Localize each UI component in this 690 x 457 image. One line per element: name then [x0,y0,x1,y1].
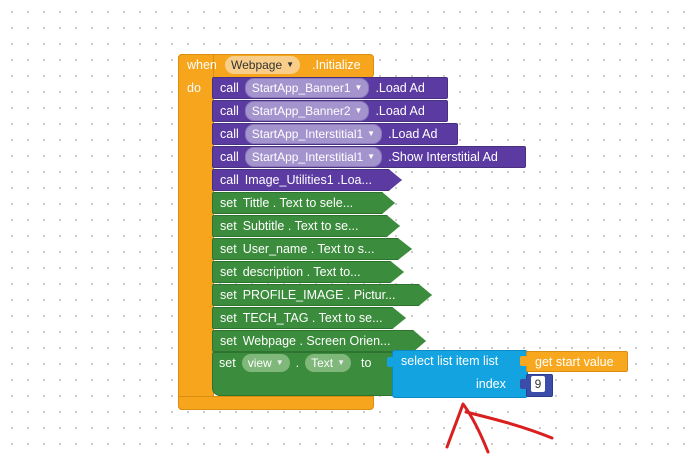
component-dropdown[interactable]: StartApp_Banner1▼ [244,78,370,98]
set-block-tittle[interactable]: set Tittle . Text to sele... [212,192,395,214]
chevron-down-icon: ▼ [367,152,376,161]
component-dropdown[interactable]: StartApp_Interstitial1▼ [244,147,383,167]
set-keyword: set [220,311,237,325]
call-block-startapp-banner2[interactable]: call StartApp_Banner2▼ .Load Ad [212,100,448,122]
event-name-label: .Initialize [312,58,361,72]
number-socket-connector [520,379,528,389]
method-label: .Show Interstitial Ad [388,150,498,164]
set-keyword: set [220,196,237,210]
set-block-user-name[interactable]: set User_name . Text to s... [212,238,412,260]
component-dropdown[interactable]: StartApp_Banner2▼ [244,101,370,121]
chevron-down-icon: ▼ [354,83,363,92]
collapsed-block-text: Webpage . Screen Orien... [242,334,391,348]
collapsed-block-text: PROFILE_IMAGE . Pictur... [242,288,396,302]
component-dropdown[interactable]: view▼ [241,354,290,372]
chevron-down-icon: ▼ [275,358,284,367]
call-keyword: call [220,173,239,187]
arrow-stroke [445,402,490,454]
collapsed-block-text: Subtitle . Text to se... [242,219,359,233]
call-keyword: call [220,150,239,164]
set-block-subtitle[interactable]: set Subtitle . Text to se... [212,215,400,237]
dot-separator: . [295,356,300,370]
method-label: .Load Ad [375,81,425,95]
set-block-webpage-orientation[interactable]: set Webpage . Screen Orien... [212,330,426,352]
getter-socket-connector [520,356,528,366]
set-block-description[interactable]: set description . Text to... [212,261,404,283]
getter-label: get start value [535,354,614,369]
chevron-down-icon: ▼ [354,106,363,115]
collapsed-block-text: User_name . Text to s... [242,242,375,256]
call-keyword: call [220,81,239,95]
method-label: .Load Ad [388,127,438,141]
arrow-tail-stroke [464,410,554,440]
call-block-startapp-interstitial1-load[interactable]: call StartApp_Interstitial1▼ .Load Ad [212,123,458,145]
when-label: when [187,58,217,72]
list-socket-connector [387,357,395,367]
set-view-text-row: set view▼ . Text▼ to [212,352,398,374]
call-block-startapp-banner1[interactable]: call StartApp_Banner1▼ .Load Ad [212,77,448,99]
select-list-item-block[interactable] [392,350,528,398]
chevron-down-icon: ▼ [286,60,295,69]
set-keyword: set [220,265,237,279]
event-component-dropdown[interactable]: Webpage▼ [225,56,301,74]
collapsed-block-text: TECH_TAG . Text to se... [242,311,383,325]
collapsed-block-text: description . Text to... [242,265,361,279]
chevron-down-icon: ▼ [337,358,346,367]
get-start-value-block[interactable]: get start value [526,351,628,372]
set-keyword: set [220,334,237,348]
set-keyword: set [220,242,237,256]
call-block-startapp-interstitial1-show[interactable]: call StartApp_Interstitial1▼ .Show Inter… [212,146,526,168]
call-block-image-utilities1-collapsed[interactable]: call Image_Utilities1 .Loa... [212,169,402,191]
chevron-down-icon: ▼ [367,129,376,138]
collapsed-block-text: Image_Utilities1 .Loa... [244,173,372,187]
call-keyword: call [220,104,239,118]
index-label: index [476,377,506,391]
set-block-profile-image[interactable]: set PROFILE_IMAGE . Pictur... [212,284,432,306]
collapsed-block-text: Tittle . Text to sele... [242,196,354,210]
call-keyword: call [220,127,239,141]
component-dropdown[interactable]: StartApp_Interstitial1▼ [244,124,383,144]
event-block-bottom-bar [178,396,374,410]
set-block-tech-tag[interactable]: set TECH_TAG . Text to se... [212,307,406,329]
do-label: do [187,81,201,95]
set-keyword: set [219,356,236,370]
to-label: to [361,356,372,370]
select-list-item-label: select list item list [401,354,499,368]
number-value-field[interactable]: 9 [531,376,545,392]
set-keyword: set [220,288,237,302]
set-keyword: set [220,219,237,233]
event-block-left-spine [178,54,214,410]
method-label: .Load Ad [375,104,425,118]
property-dropdown[interactable]: Text▼ [305,354,352,372]
